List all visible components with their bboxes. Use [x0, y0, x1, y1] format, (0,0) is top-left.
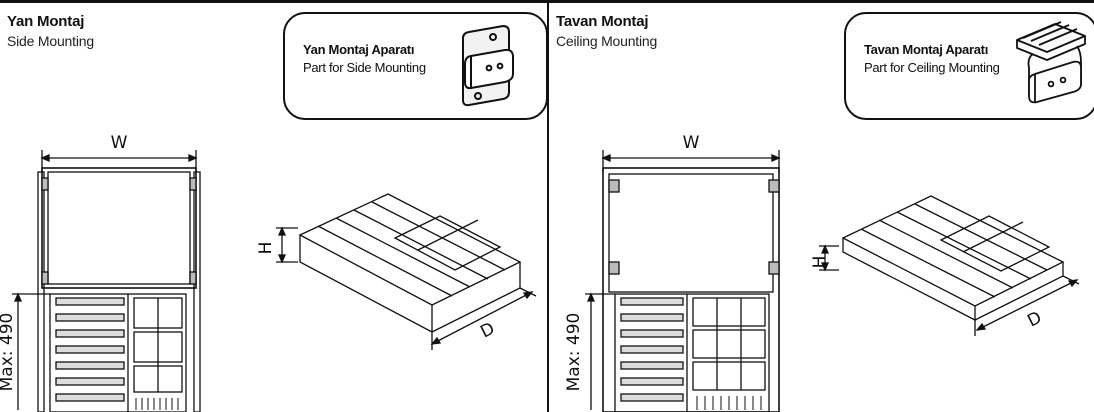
ceiling-mounting-panel: Tavan Montaj Ceiling Mounting Tavan Mont… — [549, 0, 1094, 412]
panel-title: Yan Montaj — [7, 13, 85, 30]
side-mount-part-callout: Yan Montaj Aparatı Part for Side Mountin… — [283, 12, 548, 120]
panel-subtitle: Ceiling Mounting — [556, 33, 658, 49]
panel-divider — [547, 0, 549, 412]
side-mounting-drawing: W H D Max: 490 — [0, 133, 537, 412]
callout-subtitle: Part for Side Mounting — [303, 60, 426, 75]
panel-subtitle: Side Mounting — [7, 33, 94, 49]
width-dimension-label: W — [683, 133, 700, 153]
panel-title: Tavan Montaj — [556, 13, 649, 30]
max-dimension-label: Max: 490 — [564, 313, 584, 392]
callout-subtitle: Part for Ceiling Mounting — [864, 60, 1000, 75]
ceiling-mounting-drawing: W H D Max: 490 — [564, 133, 1080, 412]
side-mounting-panel: Yan Montaj Side Mounting Yan Montaj Apar… — [0, 12, 548, 412]
ceiling-mount-bracket-icon — [1016, 21, 1086, 104]
max-dimension-label: Max: 490 — [0, 313, 17, 392]
depth-dimension-label: D — [477, 319, 498, 343]
height-dimension-label: H — [256, 242, 276, 255]
callout-title: Yan Montaj Aparatı — [303, 42, 415, 57]
height-dimension-label: H — [810, 256, 830, 269]
ceiling-mount-part-callout: Tavan Montaj Aparatı Part for Ceiling Mo… — [844, 12, 1094, 120]
depth-dimension-label: D — [1024, 308, 1045, 332]
side-mount-bracket-icon — [462, 25, 514, 107]
callout-title: Tavan Montaj Aparatı — [864, 42, 989, 57]
width-dimension-label: W — [111, 133, 128, 153]
